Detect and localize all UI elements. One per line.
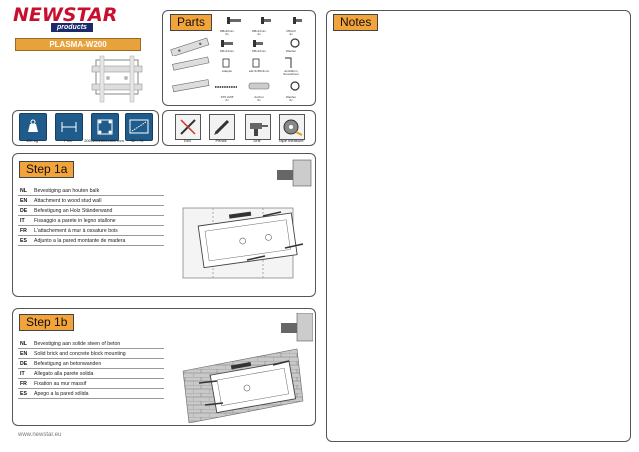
tool-icon (175, 114, 201, 140)
brand-name: NEWSTAR (13, 4, 118, 26)
part-label: M5x12mm (251, 49, 266, 53)
weight-icon (19, 113, 47, 141)
part-qty: 6x (289, 98, 293, 102)
part-label: Screwdriver (283, 72, 299, 76)
notes-panel: Notes (326, 10, 631, 442)
model-badge: PLASMA-W200 (15, 38, 141, 51)
screw-icons-row1 (227, 17, 302, 24)
tape-measure-icon (279, 114, 305, 140)
tool-label: Tool (183, 138, 191, 143)
part-qty: 6x (225, 98, 229, 102)
step-1b-illustration (182, 313, 313, 423)
part-qty: 4x (289, 32, 293, 36)
spec-depth: 7 cm (63, 138, 73, 143)
pencil-icon (209, 114, 235, 140)
part-qty: 6x (257, 98, 261, 102)
parts-icons-row3 (172, 56, 292, 71)
drill-icon (245, 114, 271, 140)
part-label: M6x14mm (219, 49, 234, 53)
screen-size-icon (125, 113, 153, 141)
spec-weight: 100 kg (25, 138, 38, 143)
step-1a-title: Step 1a (19, 161, 75, 178)
parts-icons-row4 (172, 79, 300, 93)
depth-icon (55, 113, 83, 141)
part-label: ø14x8mm (284, 69, 298, 73)
part-label: Anchor (254, 95, 264, 99)
part-label: M8x40mm (219, 29, 234, 33)
part-label: ø11.5x65x3mm (248, 69, 270, 73)
part-label: Washer (285, 49, 297, 53)
part-label: Washer (285, 95, 297, 99)
part-label: M8x12mm (251, 29, 266, 33)
parts-icons-row2 (170, 37, 300, 56)
brand-logo: NEWSTAR products (13, 6, 123, 36)
spec-vesa: 200x200/800x480 mm (84, 138, 124, 143)
notes-title: Notes (333, 14, 379, 31)
tools-panel: Tool Pencil Drill Tape measure (162, 110, 316, 146)
parts-panel: Parts M8x40mm M8x12mm M6x20 6x 4x 4x M6x… (162, 10, 316, 106)
product-image (91, 55, 143, 103)
vesa-icon (91, 113, 119, 141)
pencil-label: Pencil (215, 138, 227, 143)
part-label: ST6.3x55 (220, 95, 234, 99)
part-qty: 4x (257, 32, 261, 36)
part-qty: 6x (225, 32, 229, 36)
spec-screen-size: 32 - 70" (131, 138, 145, 143)
part-label: M6x20 (286, 29, 296, 33)
step-1a-illustration (182, 159, 312, 279)
specs-panel: 100 kg 7 cm 200x200/800x480 mm 32 - 70" (12, 110, 159, 146)
footer-url: www.newstar.eu (18, 432, 62, 438)
tape-measure-label: Tape measure (278, 138, 304, 143)
parts-title: Parts (170, 14, 213, 31)
brand-tagline: products (51, 23, 93, 32)
drill-label: Drill (253, 138, 261, 143)
part-label: Adapter (221, 69, 233, 73)
step-1b-title: Step 1b (19, 314, 75, 331)
